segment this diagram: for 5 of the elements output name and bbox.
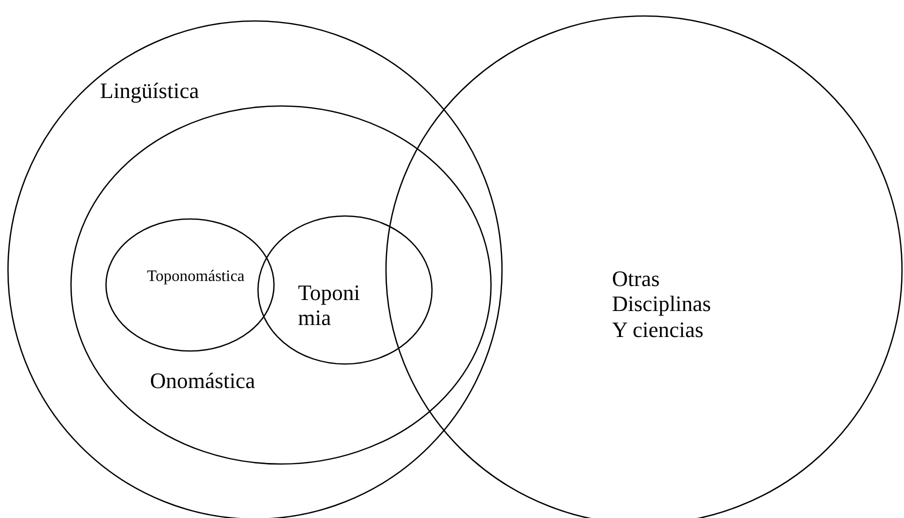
set-label: Toponomástica: [147, 268, 246, 286]
set-label: Onomástica: [150, 368, 256, 394]
set-label: Lingüística: [100, 78, 200, 104]
set-label: Toponi mia: [298, 280, 362, 331]
set-label: Otras Disciplinas Y ciencias: [612, 266, 712, 342]
